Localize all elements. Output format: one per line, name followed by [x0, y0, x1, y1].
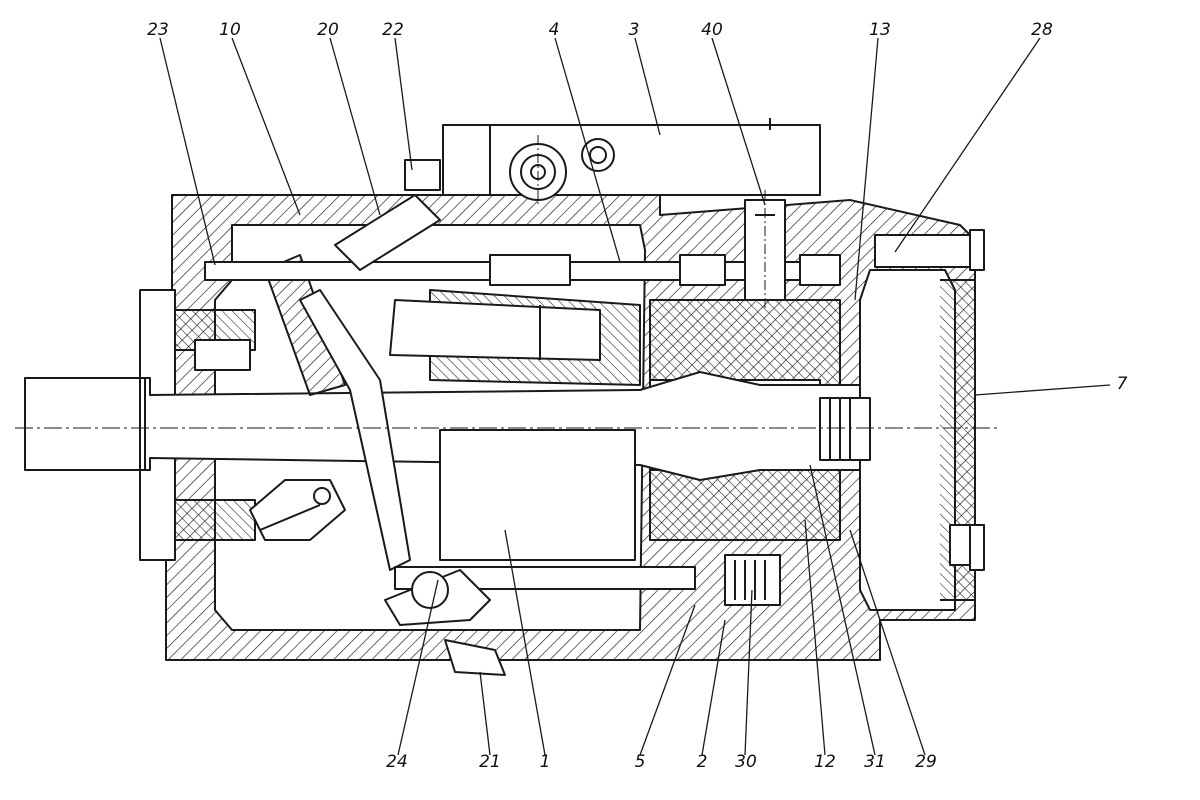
- fitting-21: [444, 639, 506, 676]
- callout-12: 12: [814, 752, 836, 772]
- leader-30: [744, 589, 753, 756]
- leader-24: [397, 579, 439, 756]
- leader-23: [159, 37, 216, 266]
- callout-3: 3: [628, 20, 640, 40]
- leader-29: [849, 529, 926, 756]
- callout-28: 28: [1031, 20, 1053, 40]
- leader-5: [639, 604, 696, 756]
- leader-3: [634, 37, 661, 136]
- callout-31: 31: [864, 752, 886, 772]
- leader-2: [701, 619, 726, 756]
- callout-5: 5: [634, 752, 646, 772]
- rear-cover: [940, 279, 976, 601]
- callout-1: 1: [539, 752, 551, 772]
- leader-1: [504, 529, 546, 756]
- callout-40: 40: [701, 20, 723, 40]
- callout-20: 20: [317, 20, 339, 40]
- leader-12: [804, 519, 826, 756]
- swashplate: [264, 254, 346, 396]
- rear-cavity: [859, 269, 956, 611]
- leader-13: [854, 37, 879, 301]
- callout-22: 22: [382, 20, 404, 40]
- piston: [389, 299, 601, 361]
- leader-4: [554, 37, 621, 263]
- leader-28: [894, 37, 1041, 253]
- callout-30: 30: [735, 752, 757, 772]
- leader-7: [974, 384, 1111, 396]
- callout-21: 21: [479, 752, 501, 772]
- callout-2: 2: [696, 752, 708, 772]
- callout-4: 4: [548, 20, 560, 40]
- callout-29: 29: [915, 752, 937, 772]
- control-block: [442, 124, 821, 196]
- callout-13: 13: [869, 20, 891, 40]
- leader-21: [479, 671, 491, 756]
- leader-31: [809, 464, 876, 756]
- callout-10: 10: [219, 20, 241, 40]
- leader-20: [329, 37, 381, 216]
- callout-7: 7: [1116, 374, 1128, 394]
- leader-22: [394, 37, 413, 171]
- fitting-20: [334, 194, 441, 271]
- callout-23: 23: [147, 20, 169, 40]
- leader-40: [711, 37, 766, 206]
- bearing-30: [724, 554, 781, 606]
- leader-10: [231, 37, 301, 216]
- cylinder-barrel: [439, 429, 636, 561]
- callout-24: 24: [386, 752, 408, 772]
